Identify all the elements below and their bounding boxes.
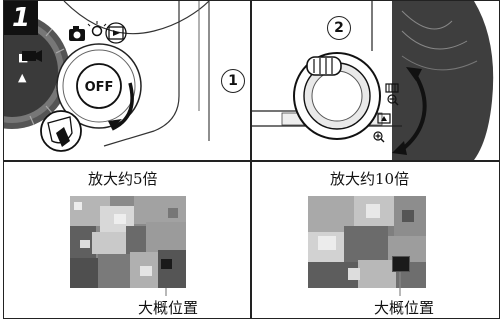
movie-mode-icon [22,50,42,62]
approx-position-label-10x: 大概位置 [374,299,435,317]
zoom-in-icon [373,131,385,143]
indicator-lamp-icon [87,21,107,37]
caption-5x: 放大约5倍 [88,170,158,188]
off-label: OFF [85,80,114,95]
magnified-image-10x [308,196,426,288]
mode-dial-illustration: ■ ▲ OFF [4,1,250,160]
pointer-line-10x [399,272,401,296]
wide-angle-icon [385,83,399,93]
telephoto-icon [377,113,391,124]
playback-mode-icon [105,22,127,44]
caption-10x: 放大约10倍 [330,170,410,188]
zoom-out-icon [387,94,399,106]
pointer-line-5x [165,288,167,296]
step-circle-1: 1 [221,69,245,93]
magnified-image-5x [70,196,186,288]
center-divider [250,0,252,319]
zoom-lever-illustration [252,1,494,160]
camera-mode-icon [69,26,85,41]
panel-mode-dial: ■ ▲ OFF 1 1 [4,1,250,160]
panel-zoom-lever: 2 [252,1,499,160]
approx-position-marker-10x [392,256,410,272]
approx-position-marker-5x [160,258,173,270]
svg-text:▲: ▲ [18,71,27,84]
step-circle-2: 2 [327,16,351,40]
approx-position-label-5x: 大概位置 [138,299,199,317]
diagram-frame [3,0,500,319]
panel-magnify-5x: 放大约5倍 大概位置 [4,162,250,318]
step-number-badge: 1 [4,1,38,35]
panel-magnify-10x: 放大约10倍 大概位置 [252,162,499,318]
horizontal-divider [3,160,500,162]
